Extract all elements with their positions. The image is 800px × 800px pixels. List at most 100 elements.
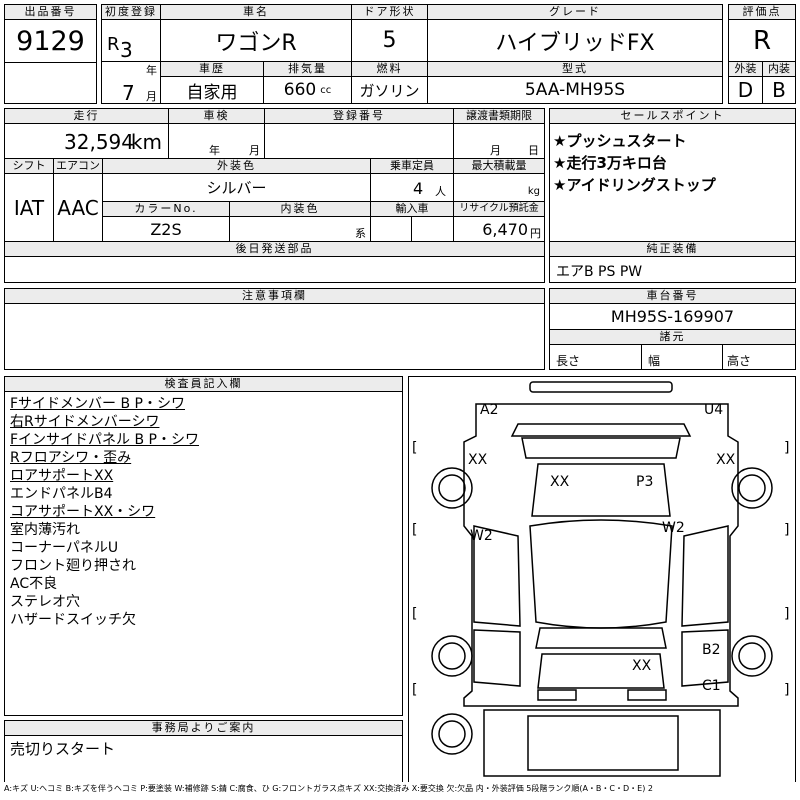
inspector-line-6: エンドパネルB4 <box>10 486 113 502</box>
transfer-month-unit: 月 <box>490 144 501 157</box>
bracket-1: [ <box>412 440 417 456</box>
trunk-shape <box>537 653 665 689</box>
windshield-shape <box>521 437 681 459</box>
import-cell-b <box>411 216 454 242</box>
wheel-rr-inner-shape <box>738 642 766 670</box>
mark-xx-trunk: XX <box>632 658 652 674</box>
model-value: 5AA-MH95S <box>427 76 723 104</box>
recycle-unit: 円 <box>530 227 541 240</box>
capacity-value: 4 <box>413 179 424 198</box>
mileage-value: 32,594 <box>64 130 134 154</box>
wheel-lr-inner-shape <box>438 642 466 670</box>
later-parts-box <box>4 256 545 283</box>
rear-light-left-shape <box>537 689 577 701</box>
hood-shape <box>531 463 671 517</box>
grade-label: グレード <box>427 4 723 20</box>
right-rear-door-shape <box>681 629 729 687</box>
bracket-8: ] <box>784 682 789 698</box>
spare-wheel-inner-shape <box>438 720 466 748</box>
mark-w2-right: W2 <box>662 520 685 536</box>
underbody-shape <box>483 709 721 777</box>
mark-a2: A2 <box>480 402 498 418</box>
body-outline-shape <box>463 403 739 707</box>
car-diagram: A2 U4 XX XX XX P3 W2 W2 XX B2 C1 [ ] [ ]… <box>412 381 789 777</box>
first-reg-year-cell: R 3 <box>101 19 161 62</box>
mark-xx-hood: XX <box>550 474 570 490</box>
sales-point-2: ★走行3万キロ台 <box>553 154 667 172</box>
inspector-line-1: Fサイドメンバー B P・シワ <box>10 396 185 412</box>
color-no-label: カラーNo. <box>102 201 230 217</box>
mark-w2-left: W2 <box>470 528 493 544</box>
recycle-value: 6,470 <box>482 220 528 239</box>
shift-value: IAT <box>4 173 54 242</box>
lot-label: 出品番号 <box>4 4 97 20</box>
ext-color-label: 外装色 <box>102 158 371 174</box>
later-parts-label: 後日発送部品 <box>4 241 545 257</box>
sales-points-box: ★プッシュスタート ★走行3万キロ台 ★アイドリングストップ <box>549 123 796 242</box>
car-name-label: 車名 <box>160 4 352 20</box>
inspector-line-11: AC不良 <box>10 576 58 592</box>
insp-month-unit: 月 <box>249 144 260 157</box>
int-label: 内装 <box>762 61 796 77</box>
inspector-line-5: ロアサポートXX <box>10 468 114 484</box>
wheel-rf-shape <box>731 467 773 509</box>
year-unit: 年 <box>146 64 157 77</box>
ext-label: 外装 <box>728 61 763 77</box>
capacity-label: 乗車定員 <box>370 158 454 174</box>
mark-c1: C1 <box>702 678 721 694</box>
equipment-label: 純正装備 <box>549 241 796 257</box>
transfer-cell: 月 日 <box>453 123 545 159</box>
displacement-value: 660 <box>283 80 317 100</box>
grade-value: ハイブリッドFX <box>427 19 723 62</box>
month-unit: 月 <box>146 90 157 103</box>
inspector-line-2: 右Rサイドメンバーシワ <box>10 414 160 430</box>
max-load-label: 最大積載量 <box>453 158 545 174</box>
lot-blank <box>4 62 97 104</box>
fuel-value: ガソリン <box>351 76 428 104</box>
inspection-label: 車検 <box>168 108 265 124</box>
int-score: B <box>762 76 796 104</box>
legend-text: A:キズ U:ヘコミ B:キズを伴うヘコミ P:要塗装 W:補修跡 S:錆 C:… <box>4 782 796 796</box>
max-load-unit: kg <box>527 186 540 197</box>
transfer-day-unit: 日 <box>528 144 539 157</box>
caution-label: 注意事項欄 <box>4 288 545 304</box>
caution-box <box>4 303 545 370</box>
door-value: 5 <box>351 19 428 62</box>
displacement-cell: 660 cc <box>263 76 352 104</box>
displacement-unit: cc <box>320 84 332 96</box>
reg-no-label: 登録番号 <box>264 108 454 124</box>
aircon-label: エアコン <box>53 158 103 174</box>
bracket-5: [ <box>412 606 417 622</box>
dim-height: 高さ <box>722 344 796 370</box>
chassis-value: MH95S-169907 <box>549 303 796 330</box>
reg-month: 7 <box>122 81 135 104</box>
inspector-line-13: ハザードスイッチ欠 <box>10 612 136 628</box>
inspector-line-7: コアサポートXX・シワ <box>10 504 156 520</box>
import-label: 輸入車 <box>370 201 454 217</box>
dim-width: 幅 <box>641 344 723 370</box>
capacity-cell: 4 人 <box>370 173 454 202</box>
rear-light-right-shape <box>627 689 667 701</box>
insp-year-unit: 年 <box>209 144 220 157</box>
color-no-value: Z2S <box>102 216 230 242</box>
int-color-cell: 系 <box>229 216 371 242</box>
dimensions-label: 諸元 <box>549 329 796 345</box>
recycle-label: リサイクル預託金 <box>453 201 545 217</box>
rear-glass-shape <box>535 627 667 649</box>
inspector-box: Fサイドメンバー B P・シワ 右Rサイドメンバーシワ Fインサイドパネル B … <box>4 391 403 716</box>
import-cell-a <box>370 216 412 242</box>
fuel-label: 燃料 <box>351 61 428 77</box>
score-value: R <box>728 19 796 62</box>
sales-points-label: セールスポイント <box>549 108 796 124</box>
reg-no-value <box>264 123 454 159</box>
first-reg-month-cell: 年 7 月 <box>101 61 161 104</box>
wheel-rr-shape <box>731 635 773 677</box>
mileage-unit: km <box>130 130 162 154</box>
model-label: 型式 <box>427 61 723 77</box>
inspection-cell: 年 月 <box>168 123 265 159</box>
office-label: 事務局よりご案内 <box>4 720 403 736</box>
inspector-line-9: コーナーパネルU <box>10 540 119 556</box>
ext-color-value: シルバー <box>102 173 371 202</box>
inspector-label: 検査員記入欄 <box>4 376 403 392</box>
front-bumper-top-shape <box>529 381 673 393</box>
